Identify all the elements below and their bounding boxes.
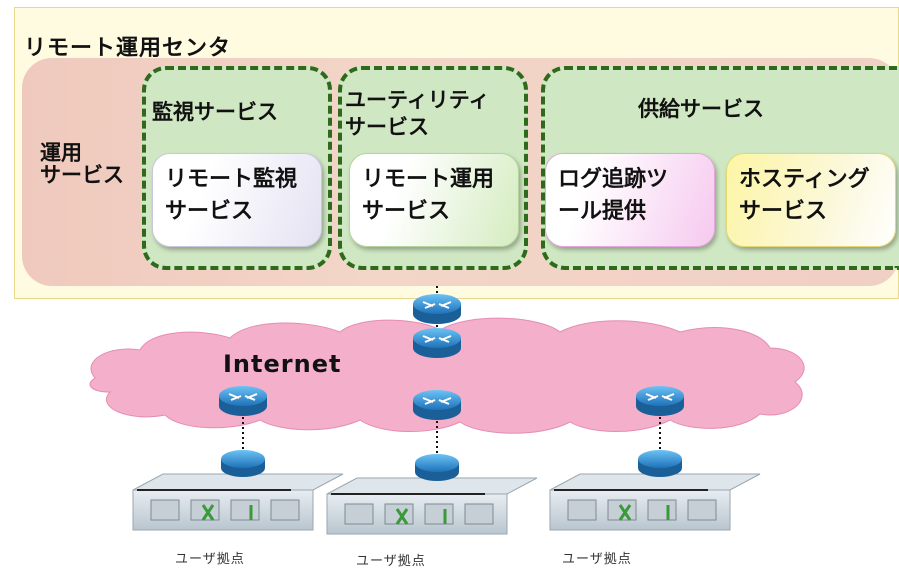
lan-site-1 [132, 450, 344, 531]
lan-site-2 [326, 454, 538, 535]
router-icon [413, 390, 461, 420]
log-tracking-tool-card: ログ追跡ツ ール提供 [545, 153, 715, 247]
operations-label-line2: サービス [40, 163, 124, 187]
remote-monitoring-service-card: リモート監視 サービス [152, 153, 322, 247]
router-icon [219, 386, 267, 416]
router-icon [638, 450, 682, 477]
internet-cloud [89, 317, 805, 434]
router-icon [413, 294, 461, 324]
lan-site-3 [549, 450, 761, 531]
router-icon [221, 450, 265, 477]
center-title: リモート運用センタ [24, 36, 232, 61]
router-icon [415, 454, 459, 481]
card-line2: ール提供 [558, 199, 647, 224]
utility-title-line2: サービス [345, 115, 429, 139]
remote-operations-service-card: リモート運用 サービス [349, 153, 519, 247]
utility-group-title: ユーティリティ サービス [345, 87, 489, 141]
operations-services-label: 運用 サービス [40, 142, 124, 186]
router-icon [636, 386, 684, 416]
card-line2: サービス [362, 199, 451, 224]
utility-title-line1: ユーティリティ [345, 88, 490, 112]
operations-label-line1: 運用 [40, 141, 82, 165]
card-line1: ログ追跡ツ [558, 167, 669, 192]
supply-group-title: 供給サービス [638, 97, 764, 121]
router-icon [413, 328, 461, 358]
card-line1: リモート運用 [362, 167, 495, 192]
internet-label: Internet [223, 350, 342, 378]
site-label-3: ユーザ拠点 [562, 552, 632, 567]
site-label-2: ユーザ拠点 [356, 554, 426, 569]
card-line1: ホスティング [739, 167, 870, 192]
monitoring-group-title: 監視サービス [152, 100, 278, 124]
card-line2: サービス [165, 199, 254, 224]
card-line1: リモート監視 [165, 167, 298, 192]
card-line2: サービス [739, 199, 828, 224]
site-label-1: ユーザ拠点 [175, 552, 245, 567]
hosting-service-card: ホスティング サービス [726, 153, 896, 247]
